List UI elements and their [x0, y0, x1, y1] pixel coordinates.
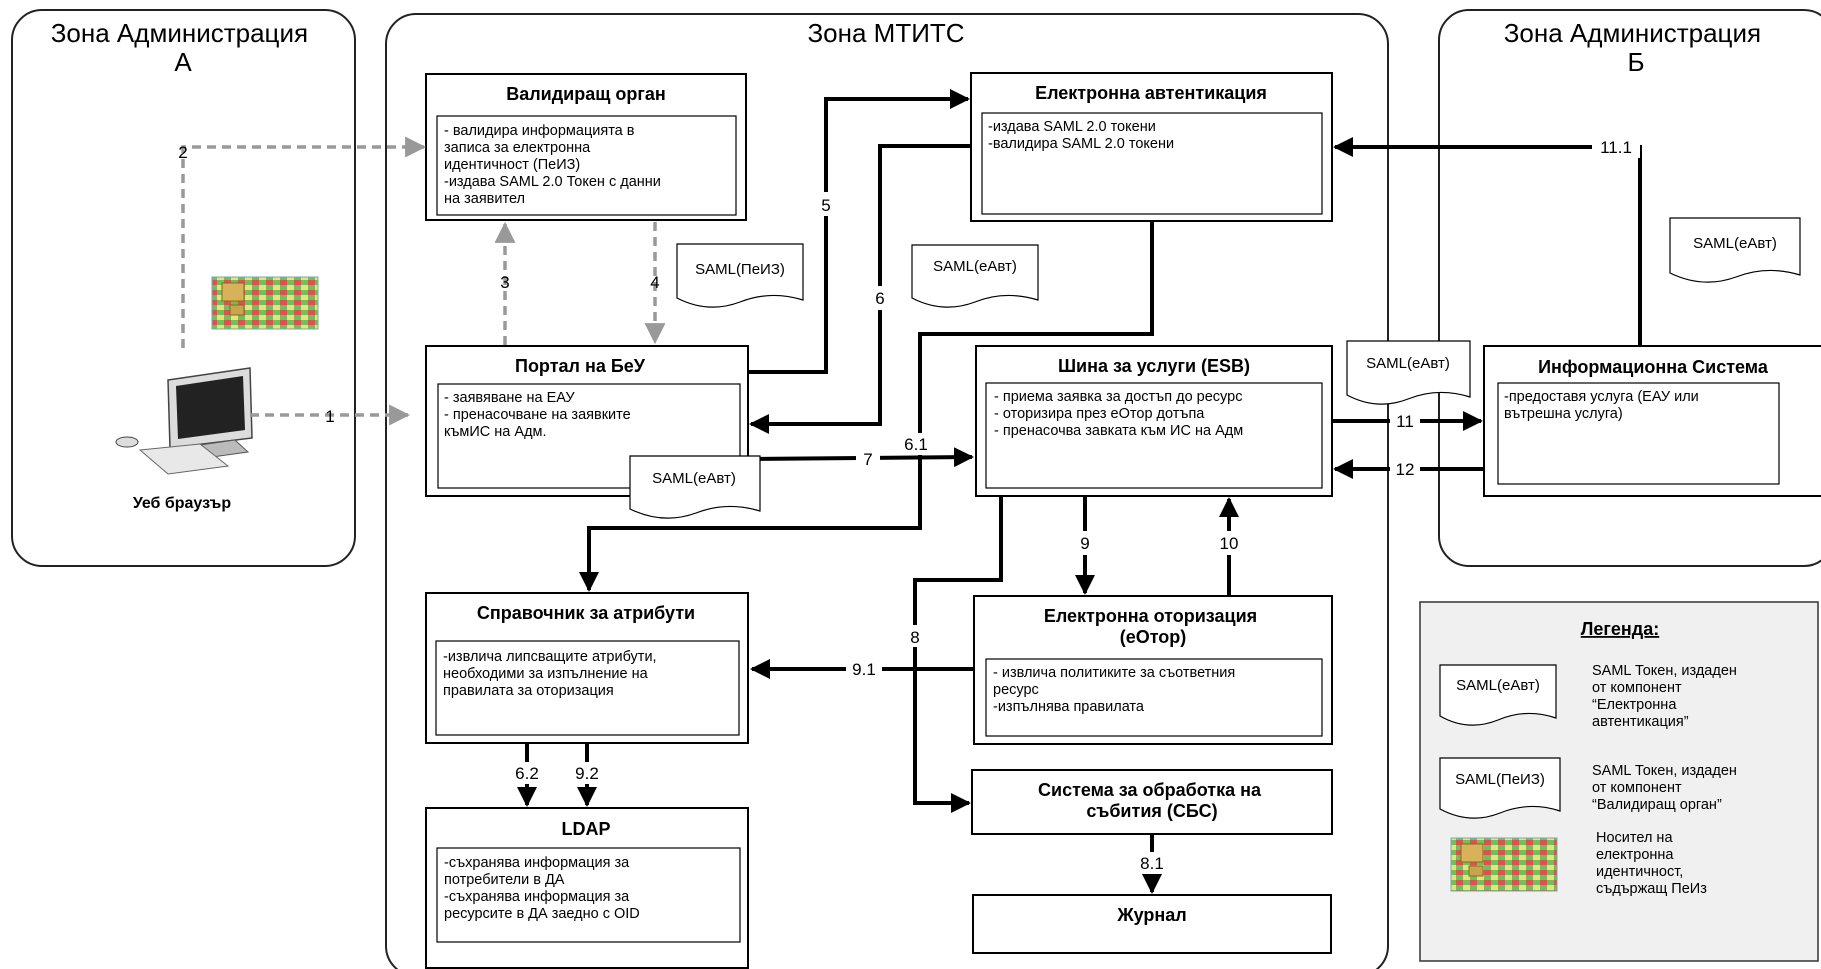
legend-eavt-description: SAML Токен, издаден от компонент “Електр…	[1592, 663, 1741, 730]
zone-admin-a-title: Зона Администрация А	[51, 18, 316, 77]
attribute-directory-description: -извлича липсващите атрибути, необходими…	[443, 649, 661, 699]
edge-label-11-1: 11.1	[1600, 138, 1632, 157]
event-system-title: Система за обработка на събития (СБС)	[1038, 780, 1266, 821]
zone-admin-a: Зона Администрация А	[11, 9, 356, 567]
journal-box: Журнал	[972, 894, 1332, 954]
edge-label-7: 7	[863, 450, 872, 469]
saml-token-eavt-portal: SAML(еАвт)	[629, 455, 761, 519]
arrow-11-1	[1333, 137, 1642, 346]
zone-mtits: Зона МТИТС	[385, 13, 1389, 969]
saml-token-eavt-middle-label: SAML(еАвт)	[933, 258, 1017, 275]
arrow-6	[749, 144, 971, 434]
infosys-title: Информационна Система	[1538, 357, 1769, 377]
legend-card-description: Носител на електронна идентичност, съдър…	[1596, 830, 1707, 897]
esb-description: - приема заявка за достъп до ресурс - от…	[994, 389, 1247, 439]
edge-label-6-2: 6.2	[515, 764, 539, 783]
validator-description: - валидира информацията в записа за елек…	[444, 123, 665, 207]
edge-label-8: 8	[910, 628, 919, 647]
validator-title: Валидиращ орган	[506, 84, 666, 104]
edge-label-backgrounds	[508, 136, 1640, 874]
web-browser-computer: Уеб браузър	[115, 367, 253, 512]
edge-label-1: 1	[325, 407, 334, 426]
eauthorization-box: Електронна оторизация (еОтор) - извлича …	[973, 595, 1333, 745]
legend-token-eavt: SAML(еАвт)	[1439, 664, 1557, 726]
computer-monitor-icon	[167, 367, 253, 459]
edge-label-10: 10	[1220, 534, 1239, 553]
eauth-title: Електронна автентикация	[1035, 83, 1267, 103]
legend-peiz-description: SAML Токен, издаден от компонент “Валиди…	[1592, 763, 1741, 813]
legend: Легенда: SAML(еАвт) SAML Токен, издаден …	[1419, 601, 1819, 962]
validator-box: Валидиращ орган - валидира информацията …	[425, 73, 747, 221]
saml-token-eavt-esb-label: SAML(еАвт)	[1366, 355, 1450, 372]
eauth-description: -издава SAML 2.0 токени -валидира SAML 2…	[988, 119, 1174, 152]
smart-card-icon	[211, 276, 319, 330]
portal-title: Портал на БеУ	[515, 356, 646, 376]
web-browser-label: Уеб браузър	[133, 495, 231, 512]
saml-token-eavt-right-label: SAML(еАвт)	[1693, 235, 1777, 252]
esb-box: Шина за услуги (ESB) - приема заявка за …	[975, 345, 1333, 497]
edge-label-9-2: 9.2	[575, 764, 599, 783]
event-system-box: Система за обработка на събития (СБС)	[971, 769, 1333, 835]
legend-token-eavt-label: SAML(еАвт)	[1456, 677, 1540, 694]
edge-label-2: 2	[178, 143, 187, 162]
edge-label-9-1: 9.1	[852, 660, 876, 679]
ldap-box: LDAP -съхранява информация за потребител…	[425, 807, 749, 969]
edge-label-6: 6	[875, 289, 884, 308]
edge-label-8-1: 8.1	[1140, 854, 1164, 873]
esb-title: Шина за услуги (ESB)	[1058, 356, 1250, 376]
zone-mtits-title: Зона МТИТС	[807, 18, 964, 48]
edge-label-11: 11	[1396, 412, 1414, 431]
saml-token-eavt-middle: SAML(еАвт)	[911, 244, 1039, 308]
infosys-description: -предоставя услуга (ЕАУ или вътрешна усл…	[1504, 389, 1703, 422]
edge-label-6-1: 6.1	[904, 435, 928, 454]
zone-admin-b: Зона Администрация Б	[1438, 9, 1821, 567]
arrow-8	[913, 496, 1003, 813]
dashed-arrows	[181, 136, 666, 426]
legend-smart-card-icon	[1450, 837, 1558, 892]
legend-token-peiz: SAML(ПеИЗ)	[1439, 757, 1561, 819]
eauthorization-title: Електронна оторизация (еОтор)	[1044, 606, 1262, 647]
edge-label-12: 12	[1396, 460, 1415, 479]
saml-token-eavt-right: SAML(еАвт)	[1669, 217, 1801, 283]
legend-title: Легенда:	[1581, 619, 1659, 639]
saml-token-peiz-label: SAML(ПеИЗ)	[695, 261, 785, 278]
solid-arrows	[517, 89, 1642, 894]
portal-description: - заявяване на ЕАУ - пренасочване на зая…	[444, 390, 635, 440]
journal-title: Журнал	[1116, 905, 1186, 925]
keyboard-icon	[138, 443, 230, 475]
arrow-6-1	[579, 221, 1154, 592]
saml-token-peiz: SAML(ПеИЗ)	[676, 243, 804, 308]
attribute-directory-box: Справочник за атрибути -извлича липсващи…	[425, 592, 749, 744]
mouse-icon	[115, 436, 139, 448]
ldap-description: -съхранява информация за потребители в Д…	[444, 855, 640, 922]
infosys-box: Информационна Система -предоставя услуга…	[1483, 345, 1821, 497]
legend-token-peiz-label: SAML(ПеИЗ)	[1455, 771, 1545, 788]
eauthorization-description: - извлича политиките за съответния ресур…	[993, 665, 1239, 715]
edge-label-4: 4	[650, 273, 659, 292]
eauth-box: Електронна автентикация -издава SAML 2.0…	[970, 72, 1333, 222]
edge-label-9: 9	[1080, 534, 1089, 553]
edge-label-3: 3	[500, 273, 509, 292]
edge-label-5: 5	[821, 196, 830, 215]
zone-admin-b-title: Зона Администрация Б	[1504, 18, 1769, 77]
arrow-5	[748, 89, 970, 374]
ldap-title: LDAP	[562, 819, 611, 839]
saml-token-eavt-portal-label: SAML(еАвт)	[652, 470, 736, 487]
arrow-2	[181, 136, 427, 348]
attribute-directory-title: Справочник за атрибути	[477, 603, 695, 623]
saml-token-eavt-esb: SAML(еАвт)	[1346, 340, 1471, 405]
